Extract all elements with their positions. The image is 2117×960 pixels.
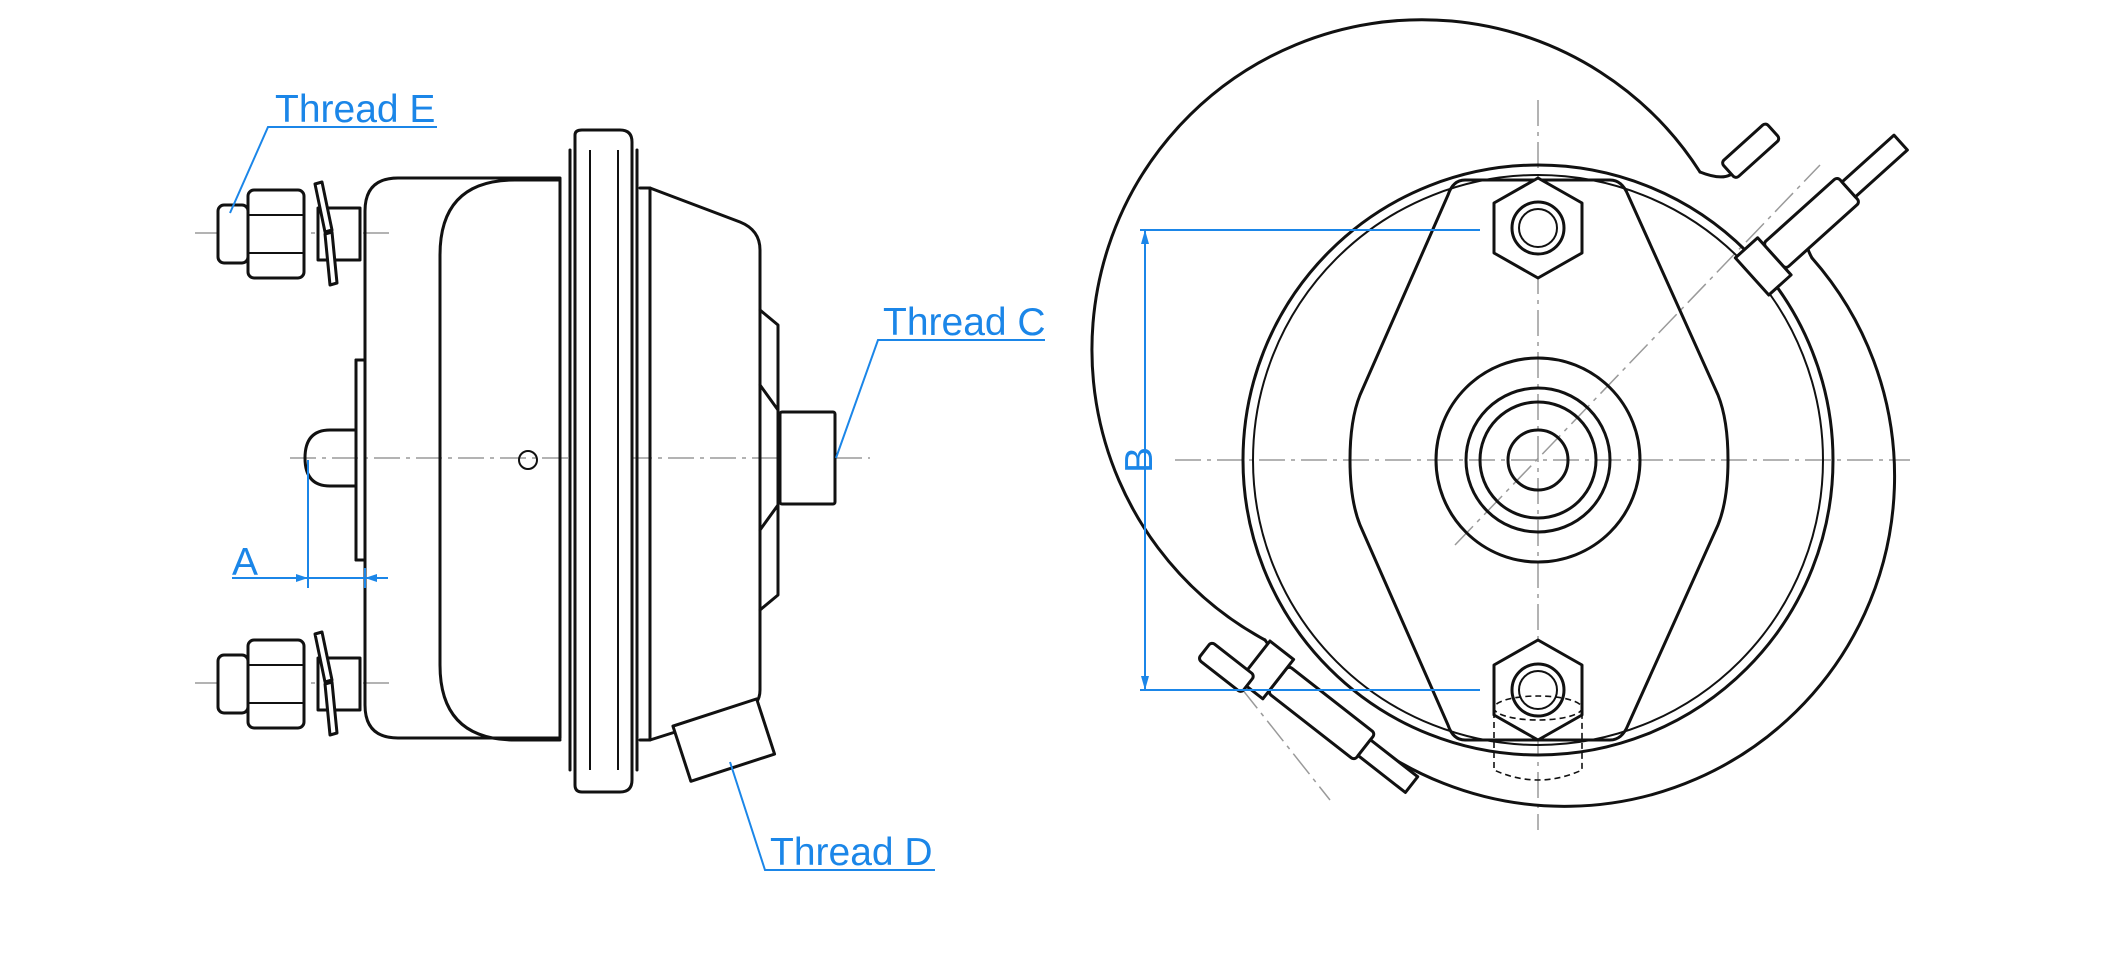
lower-stud xyxy=(216,630,362,737)
front-view xyxy=(1090,18,1910,830)
dimension-a-label: A xyxy=(232,541,258,584)
thread-d-label: Thread D xyxy=(770,831,933,874)
side-view xyxy=(195,126,1045,871)
thread-c-label: Thread C xyxy=(883,301,1046,344)
dimension-b-label: B xyxy=(1118,447,1161,473)
thread-e-label: Thread E xyxy=(275,88,435,131)
upper-stud xyxy=(216,180,362,287)
